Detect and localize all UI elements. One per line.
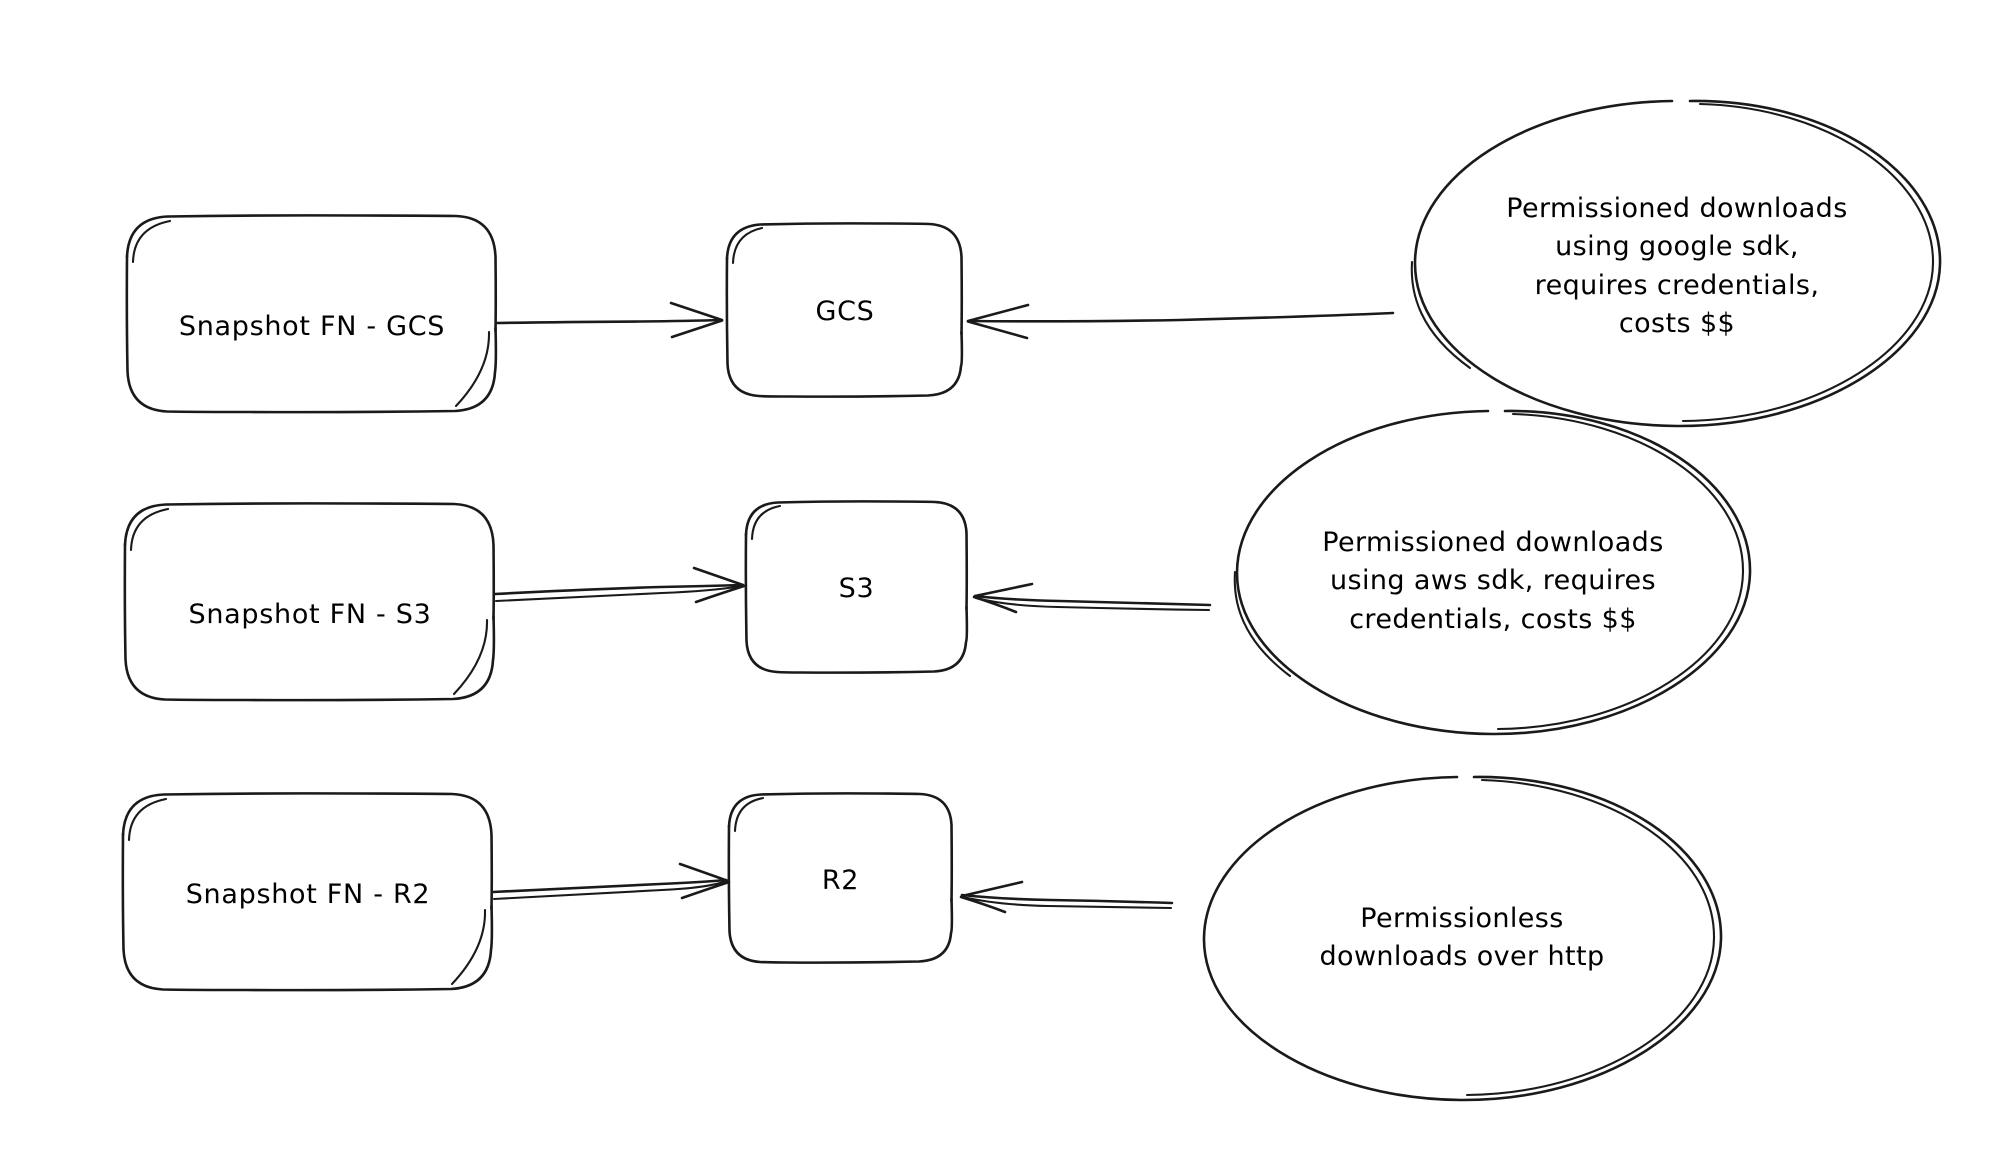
note-s3[interactable]: [1233, 409, 1752, 736]
edge-source-r2-to-store-r2: [491, 862, 731, 901]
edge-source-gcs-to-store-gcs: [495, 301, 724, 339]
node-store-gcs[interactable]: [725, 222, 964, 398]
edge-note-gcs-to-store-gcs: [966, 303, 1395, 340]
note-r2[interactable]: [1202, 775, 1723, 1102]
edge-note-r2-to-store-r2: [959, 880, 1174, 914]
node-source-s3[interactable]: [123, 502, 496, 702]
node-store-r2[interactable]: [727, 792, 954, 964]
edge-source-s3-to-store-s3: [493, 566, 746, 604]
edge-note-s3-to-store-s3: [972, 582, 1212, 614]
node-store-s3[interactable]: [744, 500, 969, 674]
node-source-gcs[interactable]: [125, 214, 498, 414]
node-source-r2[interactable]: [121, 654, 494, 992]
note-gcs[interactable]: [1410, 99, 1942, 428]
